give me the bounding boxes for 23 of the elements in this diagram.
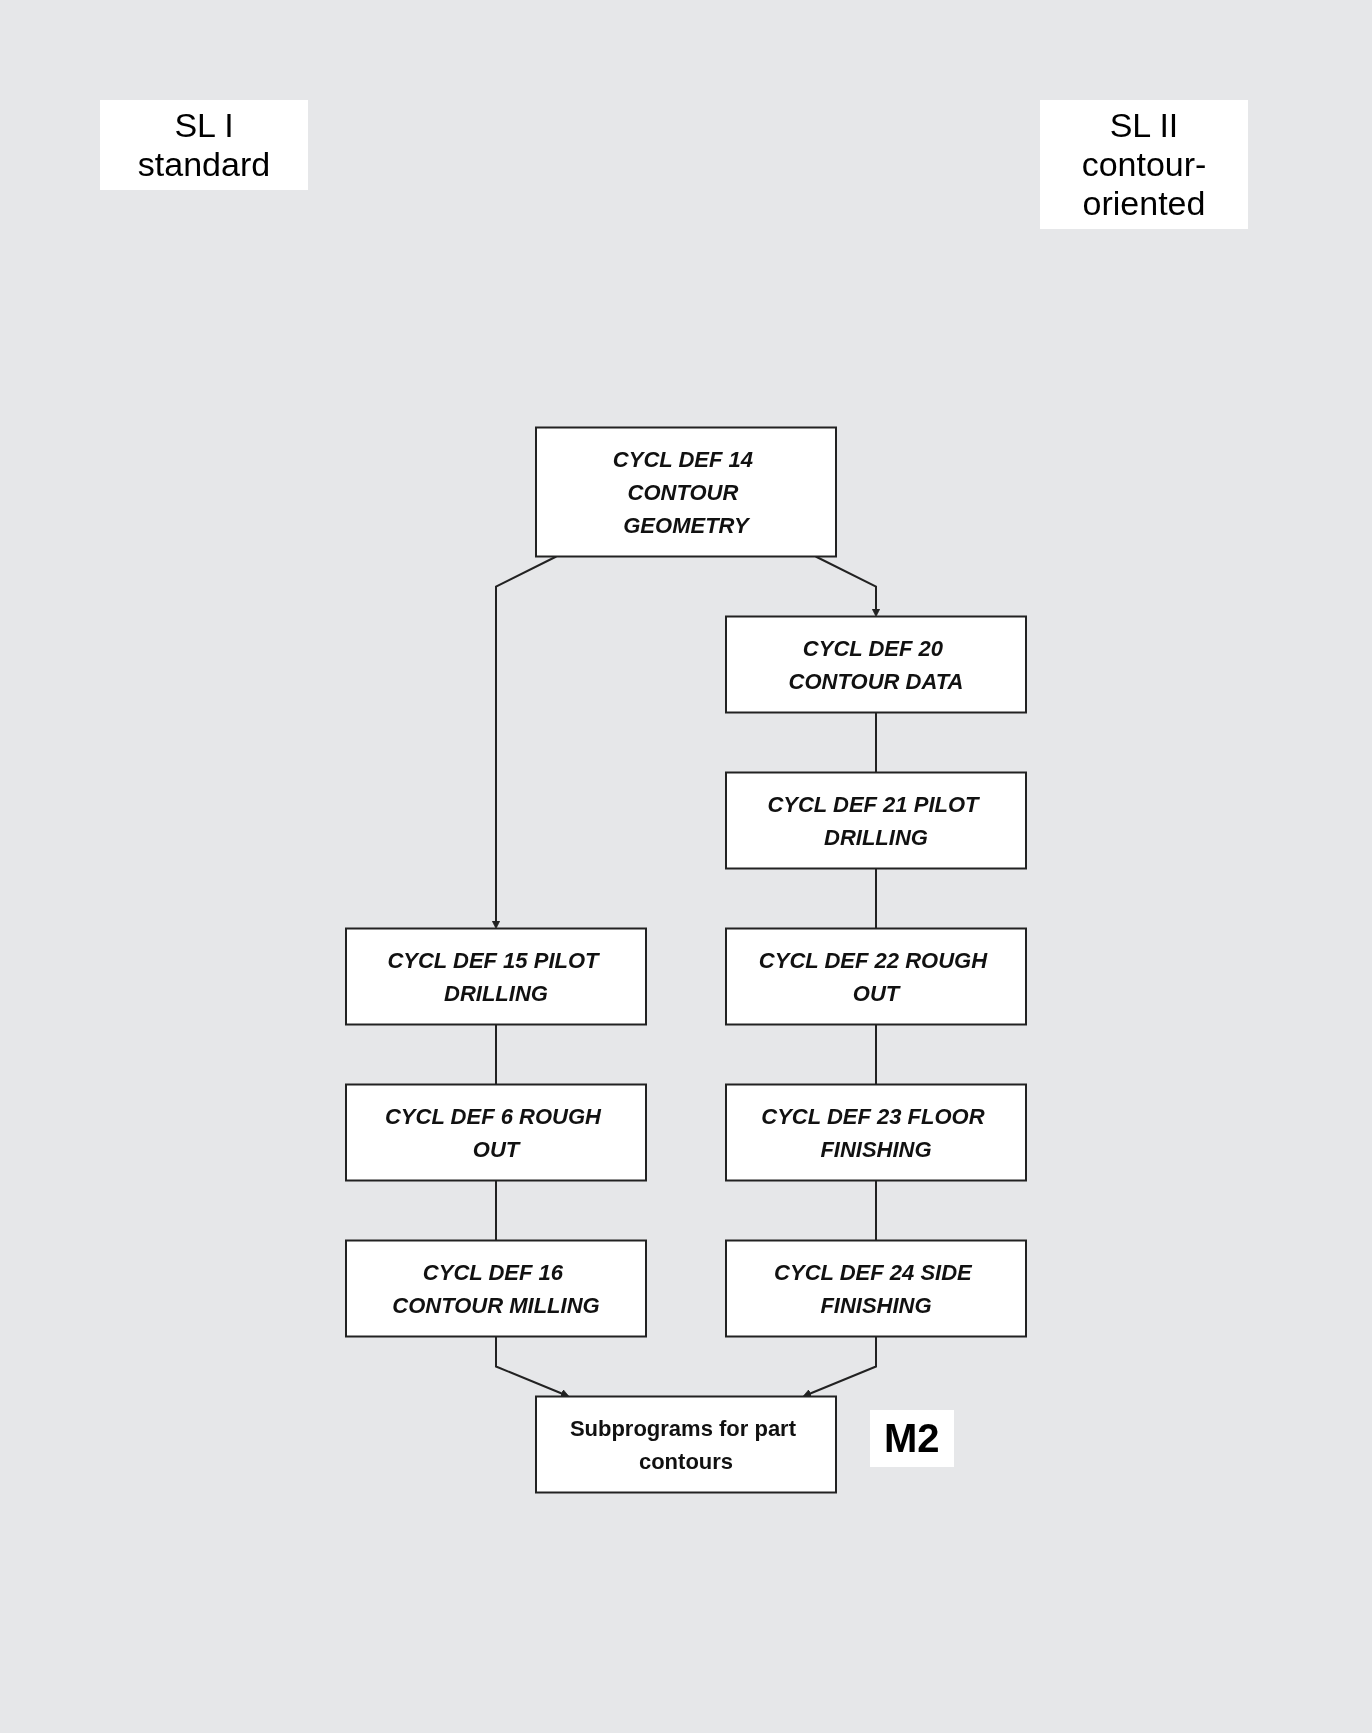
arrow bbox=[491, 555, 558, 929]
node-box: CYCL DEF 6 ROUGH OUT bbox=[345, 1083, 647, 1182]
connector bbox=[495, 1179, 497, 1242]
arrow bbox=[814, 555, 881, 617]
connector bbox=[875, 1179, 877, 1242]
node-box: CYCL DEF 15 PILOT DRILLING bbox=[345, 927, 647, 1026]
arrow bbox=[495, 1335, 570, 1398]
connector bbox=[495, 1023, 497, 1086]
node-box: Subprograms for part contours bbox=[535, 1395, 837, 1494]
connector bbox=[875, 1023, 877, 1086]
node-box: CYCL DEF 20 CONTOUR DATA bbox=[725, 615, 1027, 714]
branch-label: SL I standard bbox=[100, 100, 308, 190]
connector bbox=[875, 867, 877, 930]
node-box: CYCL DEF 23 FLOOR FINISHING bbox=[725, 1083, 1027, 1182]
node-box: CYCL DEF 24 SIDE FINISHING bbox=[725, 1239, 1027, 1338]
node-box: CYCL DEF 14 CONTOUR GEOMETRY bbox=[535, 426, 837, 558]
arrow bbox=[802, 1335, 877, 1398]
connector bbox=[875, 711, 877, 774]
node-box: CYCL DEF 22 ROUGH OUT bbox=[725, 927, 1027, 1026]
node-box: CYCL DEF 16 CONTOUR MILLING bbox=[345, 1239, 647, 1338]
node-box: CYCL DEF 21 PILOT DRILLING bbox=[725, 771, 1027, 870]
branch-label: SL II contour-oriented bbox=[1040, 100, 1248, 229]
note-label: M2 bbox=[870, 1410, 954, 1467]
